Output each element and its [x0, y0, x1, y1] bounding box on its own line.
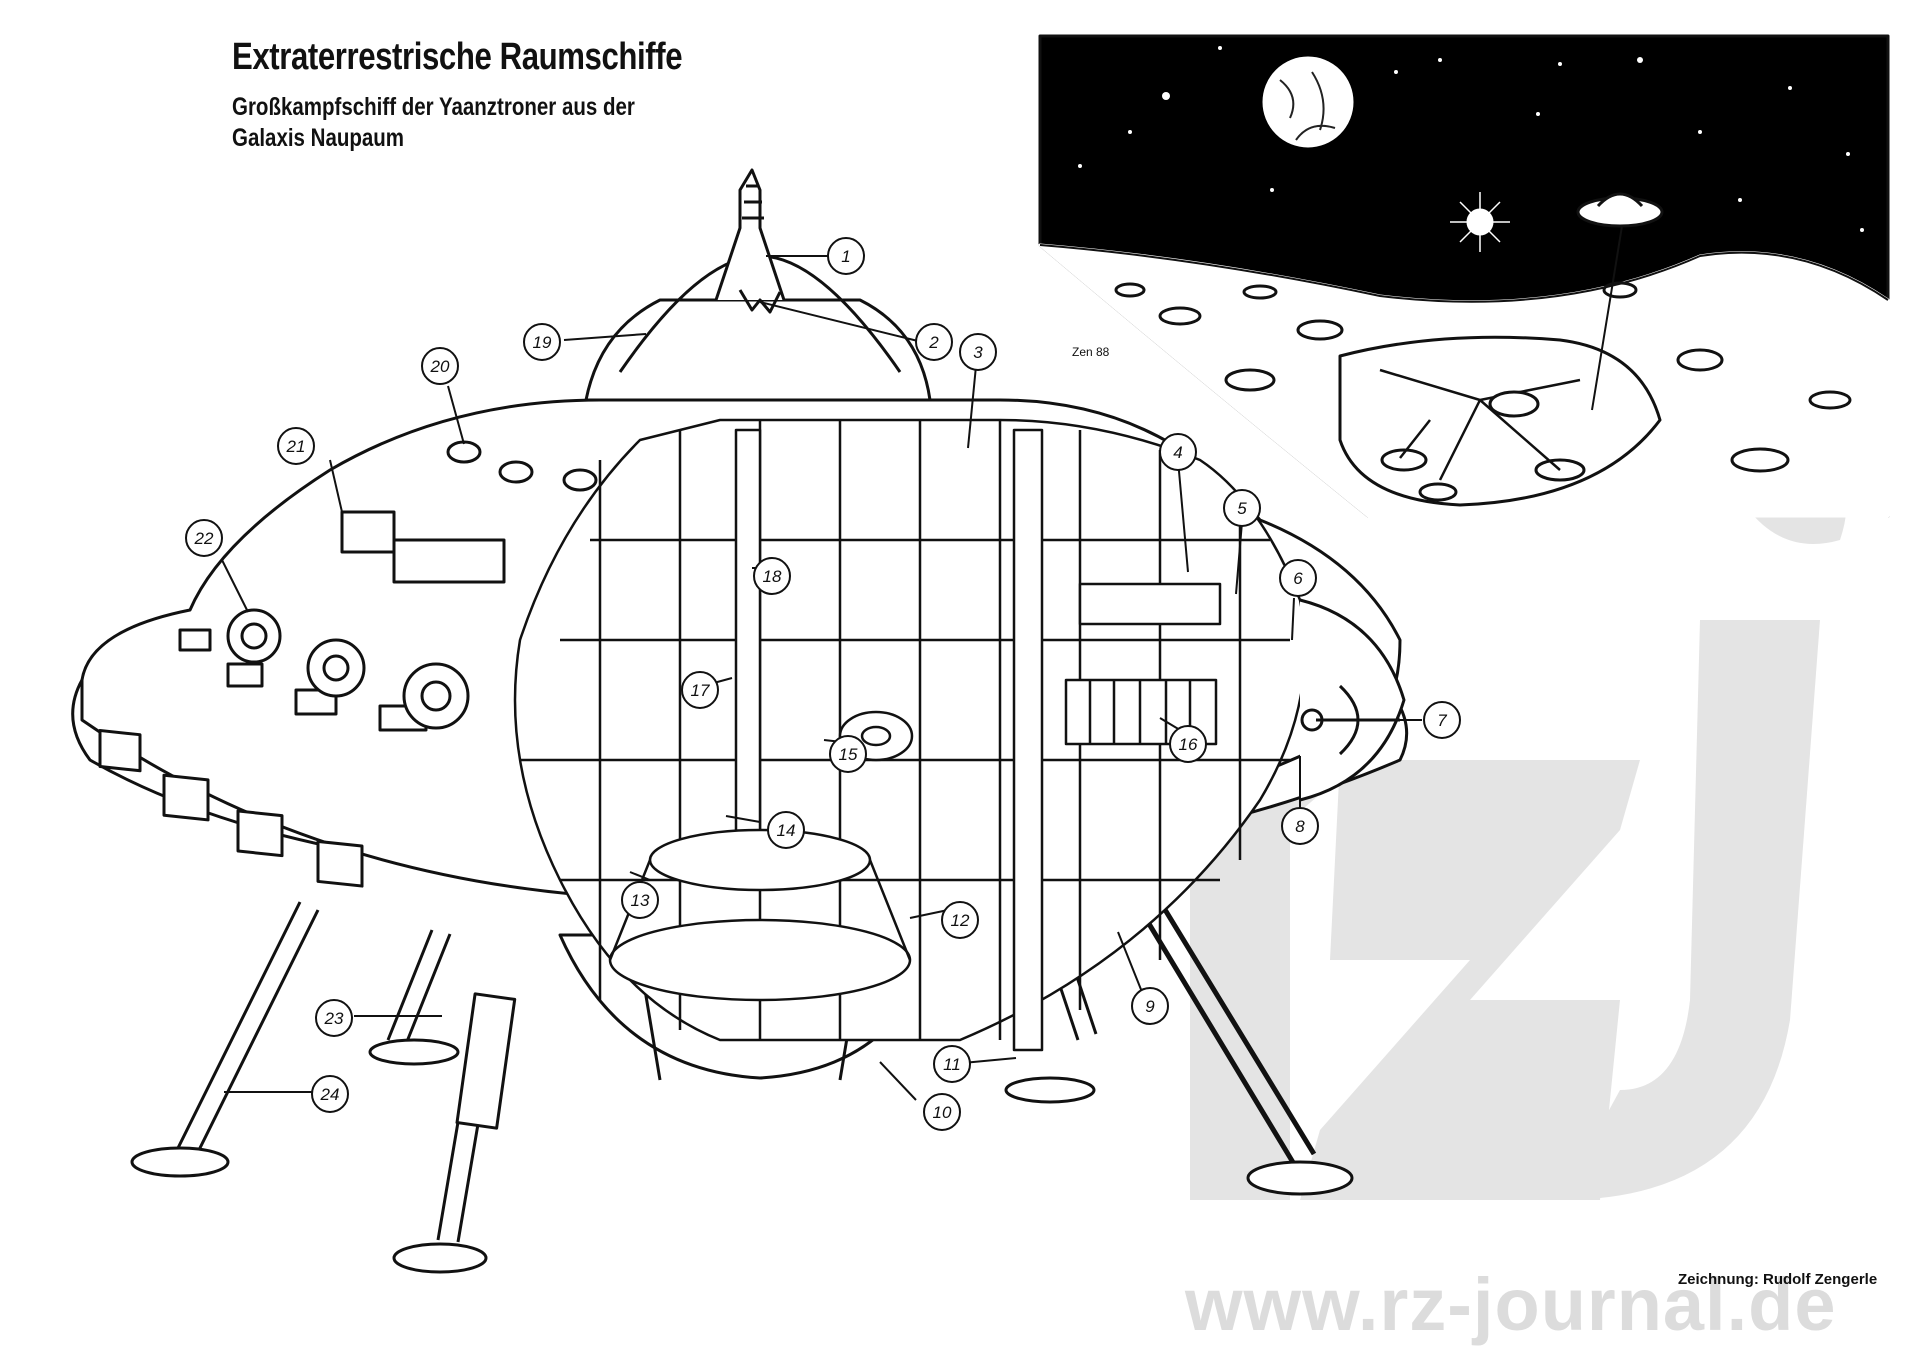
- callout-22: 22: [194, 529, 214, 548]
- callout-16: 16: [1179, 735, 1198, 754]
- callout-labels: 1 2 3 4 5 6 7 8 9 10 11 12 13 14 15 16 1…: [194, 247, 1448, 1122]
- callout-7: 7: [1437, 711, 1447, 730]
- callout-12: 12: [951, 911, 970, 930]
- callout-markers: [185, 237, 1461, 1131]
- callout-14: 14: [777, 821, 796, 840]
- subtitle-line-2: Galaxis Naupaum: [232, 124, 405, 152]
- callout-15: 15: [839, 745, 858, 764]
- callout-9: 9: [1145, 997, 1155, 1016]
- drawing-credit: Zeichnung: Rudolf Zengerle: [1678, 1271, 1878, 1288]
- subtitle-line-1: Großkampfschiff der Yaanztroner aus der: [232, 93, 635, 121]
- callout-2: 2: [928, 333, 939, 352]
- callout-23: 23: [324, 1009, 344, 1028]
- moon-scene-inset: Zen 88: [1038, 34, 1890, 518]
- callout-8: 8: [1295, 817, 1305, 836]
- top-dome: [584, 168, 932, 402]
- callout-20: 20: [430, 357, 450, 376]
- callout-18: 18: [763, 567, 782, 586]
- watermark-url: www.rz-journal.de: [1185, 1263, 1837, 1346]
- leader-lines: [221, 255, 1422, 1101]
- callout-17: 17: [691, 681, 710, 700]
- cutaway-interior: [513, 418, 1307, 1052]
- callout-3: 3: [973, 343, 983, 362]
- page-subtitle: Großkampfschiff der Yaanztroner aus der …: [232, 92, 635, 154]
- callout-5: 5: [1237, 499, 1247, 518]
- callout-21: 21: [286, 437, 306, 456]
- callout-24: 24: [320, 1085, 340, 1104]
- callout-19: 19: [533, 333, 552, 352]
- callout-4: 4: [1173, 443, 1182, 462]
- callout-11: 11: [943, 1055, 961, 1074]
- inset-signature: Zen 88: [1072, 345, 1110, 359]
- landing-legs: [130, 824, 1354, 1274]
- callout-6: 6: [1293, 569, 1303, 588]
- callout-1: 1: [841, 247, 850, 266]
- callout-13: 13: [631, 891, 650, 910]
- callout-10: 10: [933, 1103, 952, 1122]
- gun-turrets: [226, 608, 470, 730]
- page-title: Extraterrestrische Raumschiffe: [232, 36, 683, 78]
